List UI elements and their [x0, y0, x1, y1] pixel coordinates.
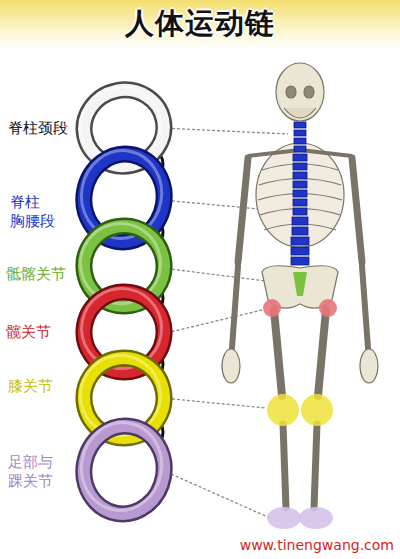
- skeleton-part: [293, 199, 307, 206]
- skeleton-part: [294, 122, 306, 128]
- skeleton-part: [291, 257, 309, 265]
- chain-label: 脊柱 胸腰段: [10, 193, 57, 231]
- joint-highlights: [263, 272, 337, 529]
- skeleton-part: [286, 86, 296, 98]
- skeleton-part: [238, 158, 362, 262]
- skeleton-part: [293, 172, 307, 179]
- watermark: www.tinengwang.com: [240, 537, 394, 553]
- skeleton-part: [293, 181, 307, 188]
- chain-label: 髋关节: [6, 323, 56, 342]
- skeleton-part: [162, 310, 262, 334]
- skeleton-part: [299, 507, 333, 529]
- diagram-title: 人体运动链: [0, 4, 400, 44]
- skeleton-part: [293, 190, 307, 197]
- skeleton-part: [292, 227, 308, 235]
- skeleton-part: [263, 299, 281, 317]
- skeleton-part: [301, 394, 333, 426]
- skeleton-part: [293, 272, 307, 296]
- skeleton-part: [294, 130, 306, 136]
- skeleton-part: [292, 217, 308, 225]
- skeleton-part: [293, 208, 307, 215]
- chain-label: 足部与 踝关节: [8, 453, 55, 491]
- skeleton-part: [162, 128, 288, 134]
- skeleton-part: [276, 63, 324, 121]
- skeleton-part: [267, 507, 301, 529]
- chain-label: 脊柱颈段: [8, 119, 74, 138]
- skeleton-part: [283, 424, 317, 508]
- skeleton-part: [304, 86, 314, 98]
- chain-label: 骶髂关节: [6, 265, 72, 284]
- skeleton-part: [319, 299, 337, 317]
- chain-ring: [74, 416, 174, 524]
- ring-body: [77, 420, 171, 521]
- chain-label: 膝关节: [8, 377, 58, 396]
- skeleton-part: [291, 247, 309, 255]
- skeleton-part: [222, 349, 240, 383]
- skeleton-part: [274, 310, 326, 396]
- skeleton-part: [294, 138, 306, 144]
- skeleton-part: [232, 266, 368, 348]
- ring-edge: [77, 420, 171, 521]
- skeleton-part: [284, 108, 316, 118]
- skeleton-part: [293, 154, 307, 161]
- skeleton-part: [162, 398, 266, 408]
- skeleton-part: [291, 237, 309, 245]
- skeleton-part: [258, 164, 342, 230]
- skeleton-part: [256, 143, 344, 247]
- skeleton: [222, 63, 378, 508]
- skeleton-part: [294, 146, 306, 152]
- skeleton-part: [267, 394, 299, 426]
- chain-link: 足部与 踝关节: [74, 416, 174, 524]
- skeleton-part: [293, 163, 307, 170]
- skeleton-part: [162, 470, 270, 518]
- ring-shine: [75, 416, 169, 517]
- spine: [291, 122, 309, 265]
- skeleton-part: [360, 349, 378, 383]
